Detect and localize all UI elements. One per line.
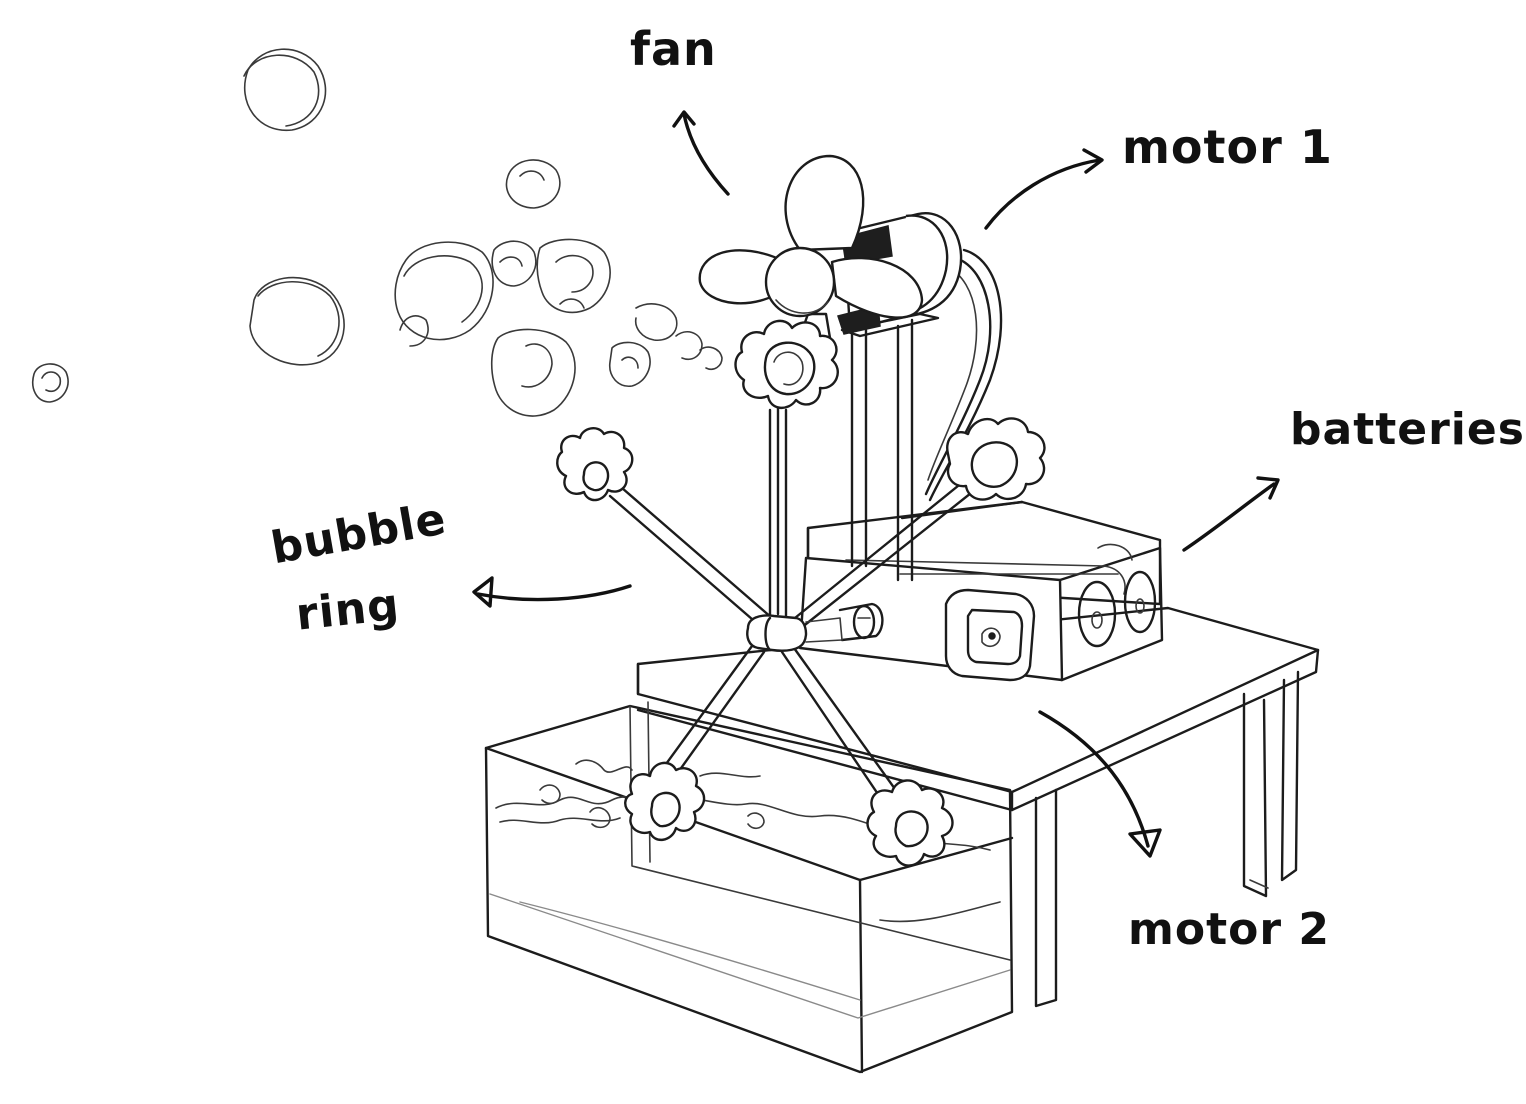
batteries-arrow (1182, 476, 1280, 552)
bubble (249, 276, 345, 366)
bubbles (32, 48, 723, 417)
wires (924, 248, 1003, 502)
wand-head (734, 319, 839, 409)
bubble-cloud (394, 238, 723, 417)
bubble (32, 363, 69, 403)
bubble-tank (484, 701, 1014, 1074)
motor-1-arrow (984, 148, 1104, 230)
battery-end-cap (1123, 570, 1157, 634)
ring-hub (746, 614, 843, 652)
wand-head (866, 779, 954, 867)
motor-2-label: motor 2 (1128, 904, 1330, 955)
motor-2-arrow (1038, 710, 1162, 858)
annotation-arrows (472, 110, 1280, 858)
bubble-ring-label-line2: ring (293, 579, 402, 641)
bubble-ring-arrow (472, 576, 632, 608)
bubble (243, 48, 327, 132)
wand-head (556, 427, 634, 502)
motor-2-block (944, 588, 1036, 682)
bubble (505, 159, 561, 209)
fan-arrow (672, 110, 730, 196)
battery-end-cap (1077, 580, 1117, 648)
battery-box (798, 500, 1164, 682)
fan-label: fan (630, 22, 717, 76)
batteries-label: batteries (1290, 404, 1525, 455)
bubble-ring (556, 319, 1046, 867)
wand-head (624, 761, 706, 841)
motor-1-label: motor 1 (1122, 120, 1333, 174)
wand-head (946, 417, 1046, 501)
